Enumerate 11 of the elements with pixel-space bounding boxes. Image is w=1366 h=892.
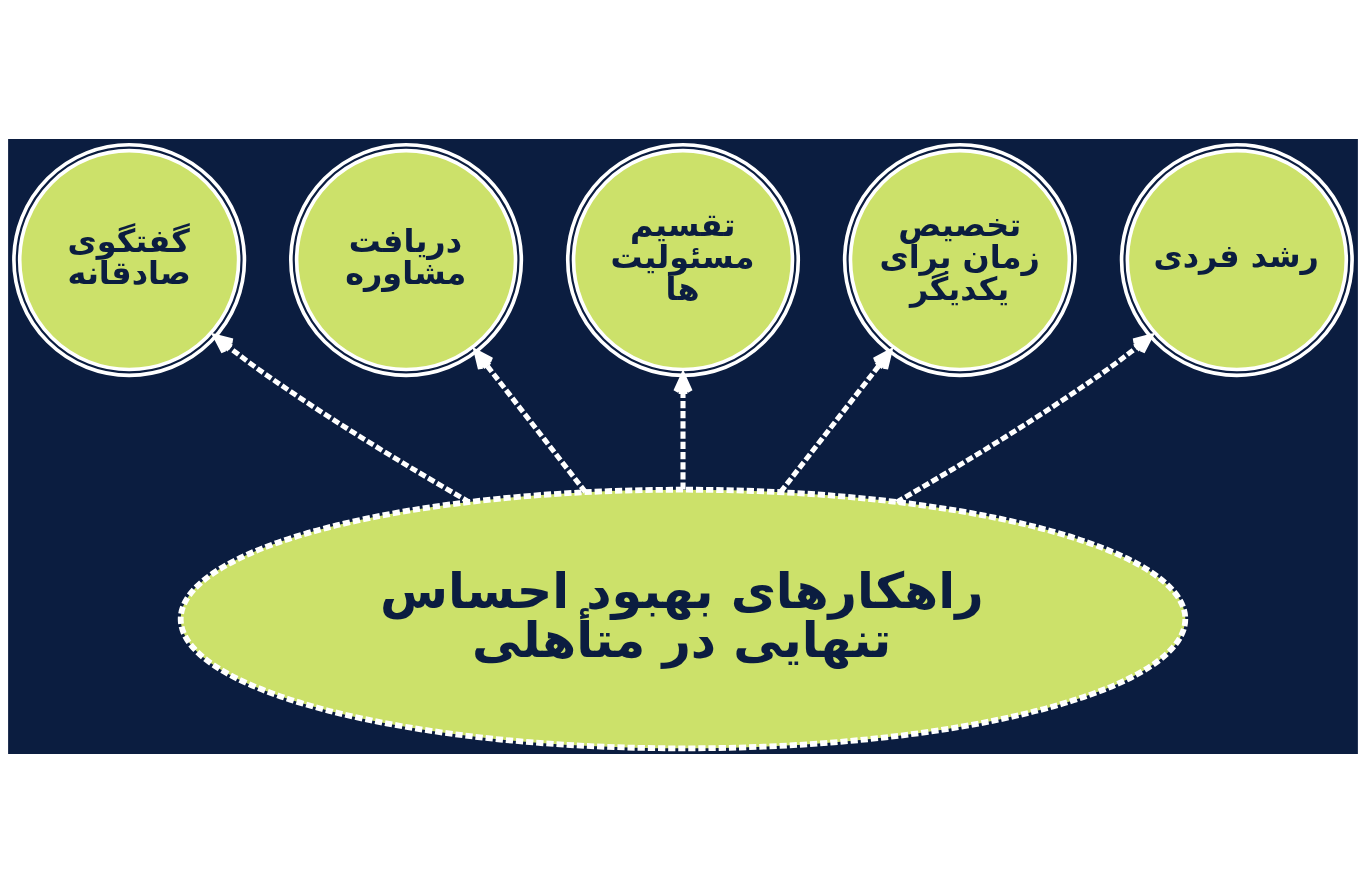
node-circle: گفتگوی صادقانه bbox=[12, 142, 247, 377]
arrow bbox=[673, 372, 693, 490]
node-circle: تخصیص زمان برای یکدیگر bbox=[842, 142, 1077, 377]
node-circle: دریافت مشاوره bbox=[289, 142, 524, 377]
arrow bbox=[895, 333, 1153, 504]
arrow bbox=[778, 348, 893, 494]
node-ellipse: راهکارهای بهبود احساس تنهایی در متأهلی bbox=[177, 486, 1189, 751]
node-circle: رشد فردی bbox=[1119, 142, 1354, 377]
arrow bbox=[473, 348, 588, 494]
node-circle: تقسیم مسئولیت ها bbox=[565, 142, 801, 377]
arrow bbox=[213, 333, 471, 504]
